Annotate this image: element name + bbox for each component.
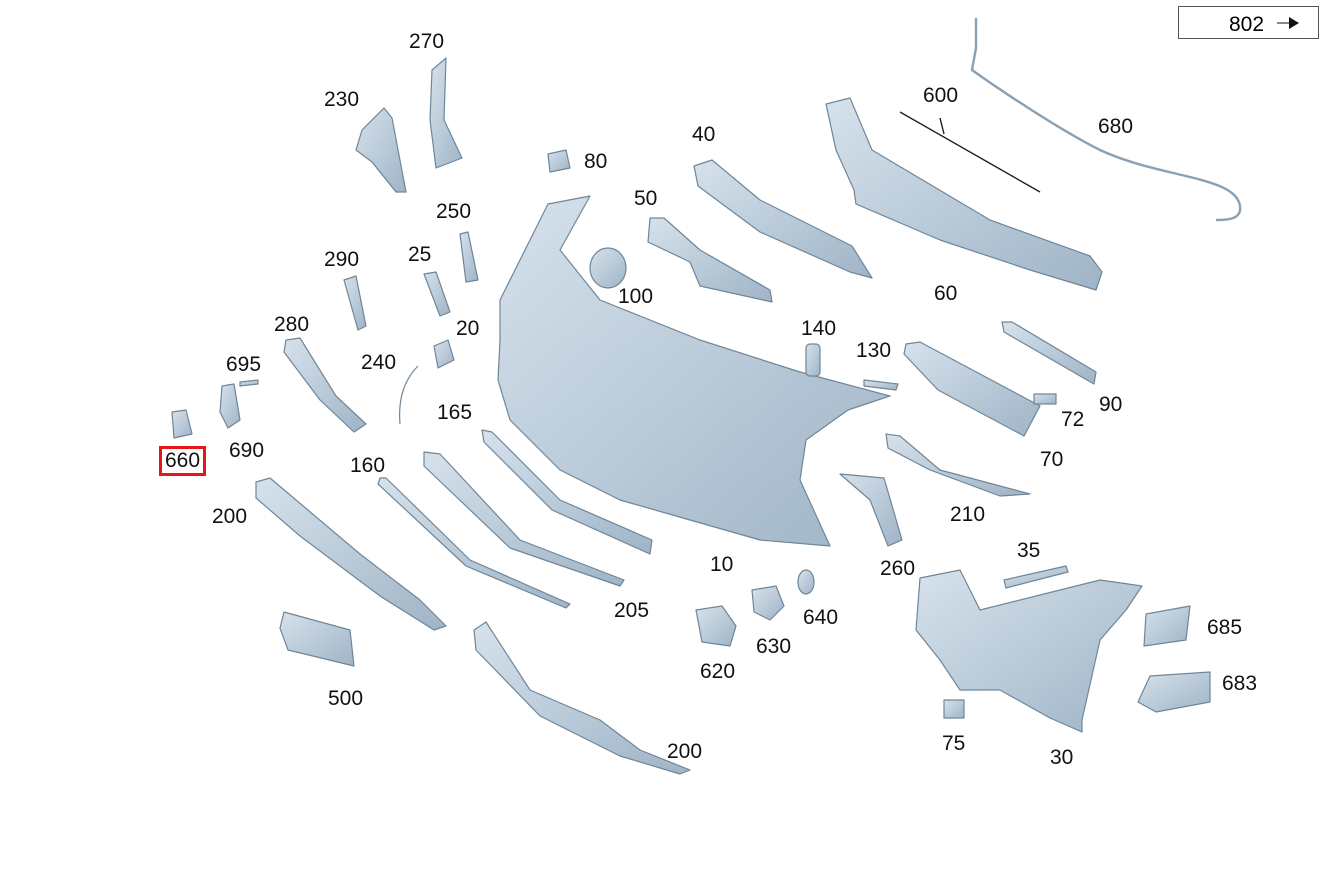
part-680[interactable] bbox=[970, 18, 1242, 222]
part-label-25[interactable]: 25 bbox=[408, 243, 432, 266]
part-label-290[interactable]: 290 bbox=[324, 248, 360, 271]
part-80[interactable] bbox=[547, 149, 571, 173]
part-label-270[interactable]: 270 bbox=[409, 30, 445, 53]
part-130[interactable] bbox=[863, 379, 899, 391]
part-90[interactable] bbox=[1001, 321, 1097, 385]
part-label-240[interactable]: 240 bbox=[361, 351, 397, 374]
part-165[interactable] bbox=[481, 429, 653, 555]
part-label-660[interactable]: 660 bbox=[159, 446, 207, 476]
part-label-90[interactable]: 90 bbox=[1099, 393, 1123, 416]
part-label-50[interactable]: 50 bbox=[634, 187, 658, 210]
part-205[interactable] bbox=[423, 451, 625, 587]
part-660[interactable] bbox=[171, 409, 193, 439]
part-label-130[interactable]: 130 bbox=[856, 339, 892, 362]
part-685[interactable] bbox=[1143, 605, 1191, 647]
part-620[interactable] bbox=[695, 605, 737, 647]
part-label-500[interactable]: 500 bbox=[328, 687, 364, 710]
part-label-60[interactable]: 60 bbox=[934, 282, 958, 305]
part-270[interactable] bbox=[429, 57, 463, 169]
next-page-button[interactable]: 802 bbox=[1178, 6, 1319, 39]
part-label-70[interactable]: 70 bbox=[1040, 448, 1064, 471]
part-10[interactable] bbox=[497, 195, 891, 547]
part-20[interactable] bbox=[433, 339, 455, 369]
part-250[interactable] bbox=[459, 231, 479, 283]
part-160[interactable] bbox=[377, 477, 571, 609]
part-690[interactable] bbox=[219, 383, 241, 429]
part-label-35[interactable]: 35 bbox=[1017, 539, 1041, 562]
part-260[interactable] bbox=[839, 473, 903, 547]
part-label-200a[interactable]: 200 bbox=[212, 505, 248, 528]
part-label-685[interactable]: 685 bbox=[1207, 616, 1243, 639]
part-label-630[interactable]: 630 bbox=[756, 635, 792, 658]
part-600-leader bbox=[939, 117, 945, 135]
part-210[interactable] bbox=[885, 433, 1031, 497]
part-35[interactable] bbox=[1003, 565, 1069, 589]
part-label-695[interactable]: 695 bbox=[226, 353, 262, 376]
part-683[interactable] bbox=[1137, 671, 1211, 713]
part-72[interactable] bbox=[1033, 393, 1057, 405]
part-140[interactable] bbox=[805, 343, 821, 377]
part-label-165[interactable]: 165 bbox=[437, 401, 473, 424]
part-label-40[interactable]: 40 bbox=[692, 123, 716, 146]
part-label-280[interactable]: 280 bbox=[274, 313, 310, 336]
part-70[interactable] bbox=[903, 341, 1041, 437]
part-label-160[interactable]: 160 bbox=[350, 454, 386, 477]
arrow-right-icon bbox=[1277, 17, 1299, 29]
part-50[interactable] bbox=[647, 217, 773, 303]
part-label-72[interactable]: 72 bbox=[1061, 408, 1085, 431]
part-695[interactable] bbox=[239, 379, 259, 387]
part-40[interactable] bbox=[693, 159, 873, 279]
part-label-260[interactable]: 260 bbox=[880, 557, 916, 580]
part-label-640[interactable]: 640 bbox=[803, 606, 839, 629]
part-label-680[interactable]: 680 bbox=[1098, 115, 1134, 138]
part-label-80[interactable]: 80 bbox=[584, 150, 608, 173]
part-100[interactable] bbox=[589, 247, 627, 289]
part-230[interactable] bbox=[355, 107, 407, 193]
part-label-200b[interactable]: 200 bbox=[667, 740, 703, 763]
part-25[interactable] bbox=[423, 271, 451, 317]
nav-label: 802 bbox=[1229, 13, 1265, 36]
part-30[interactable] bbox=[915, 569, 1143, 733]
part-500[interactable] bbox=[279, 611, 355, 667]
part-label-205[interactable]: 205 bbox=[614, 599, 650, 622]
part-280[interactable] bbox=[283, 337, 367, 433]
part-label-140[interactable]: 140 bbox=[801, 317, 837, 340]
part-label-683[interactable]: 683 bbox=[1222, 672, 1258, 695]
part-label-75[interactable]: 75 bbox=[942, 732, 966, 755]
part-label-620[interactable]: 620 bbox=[700, 660, 736, 683]
part-label-30[interactable]: 30 bbox=[1050, 746, 1074, 769]
part-label-250[interactable]: 250 bbox=[436, 200, 472, 223]
part-label-690[interactable]: 690 bbox=[229, 439, 265, 462]
part-75[interactable] bbox=[943, 699, 965, 719]
part-240 bbox=[399, 365, 419, 425]
part-label-210[interactable]: 210 bbox=[950, 503, 986, 526]
part-label-230[interactable]: 230 bbox=[324, 88, 360, 111]
part-600[interactable] bbox=[899, 111, 1041, 193]
part-label-600[interactable]: 600 bbox=[923, 84, 959, 107]
part-60[interactable] bbox=[825, 97, 1103, 291]
part-200-lower[interactable] bbox=[473, 621, 691, 775]
part-640[interactable] bbox=[797, 569, 815, 595]
part-290[interactable] bbox=[343, 275, 367, 331]
part-label-10[interactable]: 10 bbox=[710, 553, 734, 576]
part-label-20[interactable]: 20 bbox=[456, 317, 480, 340]
part-200-mesh[interactable] bbox=[255, 477, 447, 631]
part-630[interactable] bbox=[751, 585, 785, 621]
part-label-100[interactable]: 100 bbox=[618, 285, 654, 308]
